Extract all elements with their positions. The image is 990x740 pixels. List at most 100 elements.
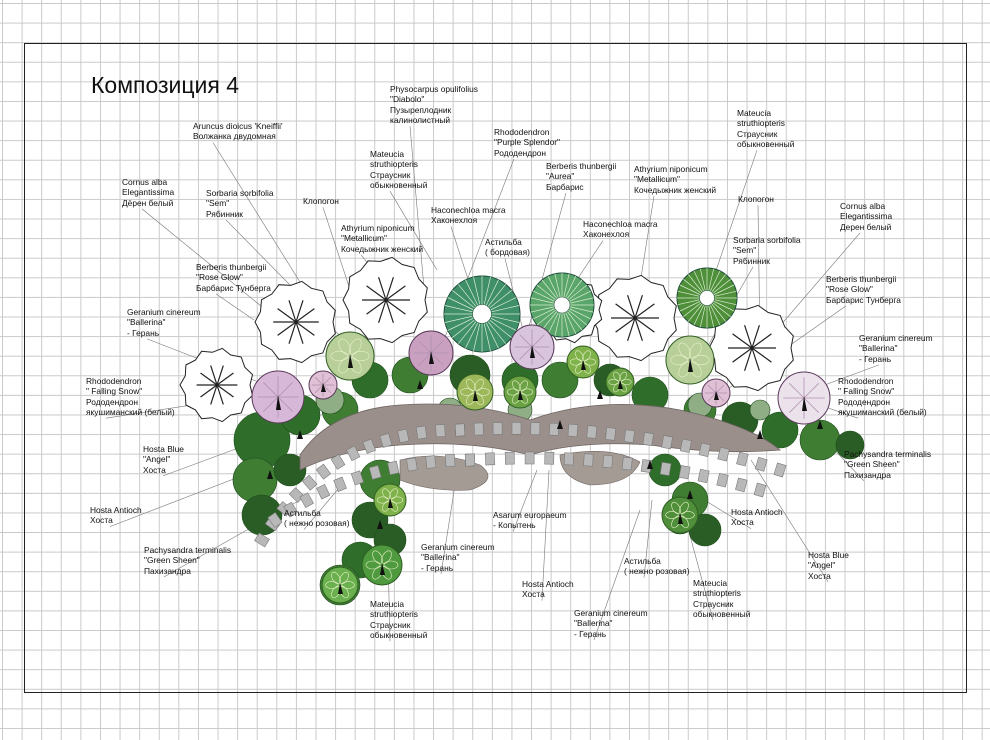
paver-stone	[549, 422, 560, 436]
label-asarum: Asarum europaeum- Копытень	[493, 510, 567, 531]
label-line: "Rose Glow"	[826, 284, 873, 295]
label-hosta-blue-right: Hosta Blue"Angel"Хоста	[808, 550, 849, 581]
label-astilba-pink-left: Астильба( нежно розовая)	[284, 508, 349, 529]
label-line: Дерен белый	[840, 221, 892, 232]
label-geranium-bottom: Geranium cinereum"Ballerina"- Герань	[574, 608, 648, 639]
label-sorbaria-left: Sorbaria sorbifolia"Sem"Рябинник	[206, 188, 274, 219]
label-line: struthiopteris	[737, 118, 785, 129]
label-line: Рододендрон	[494, 147, 547, 158]
paver-stone	[301, 474, 318, 491]
paving-path	[254, 403, 787, 548]
label-line: "Metallicum"	[341, 233, 387, 244]
label-line: struthiopteris	[370, 609, 418, 620]
label-line: Mateucia	[370, 599, 404, 609]
label-line: обыкновенный	[737, 138, 795, 149]
label-klopogon-left: Клопогон	[303, 196, 339, 206]
leader-line	[643, 499, 653, 578]
paver-stone	[350, 470, 364, 486]
label-line: "Green Sheen"	[144, 555, 200, 566]
label-line: Волжанка двудомная	[193, 131, 276, 142]
paver-stone	[346, 445, 361, 462]
label-line: Кочедыжник женский	[341, 243, 424, 254]
label-line: якушиманский (белый)	[86, 406, 175, 417]
paver-stone	[583, 453, 594, 467]
paver-stone	[697, 468, 710, 484]
label-line: "Aurea"	[546, 171, 575, 182]
label-line: якушиманский (белый)	[838, 406, 927, 417]
label-line: Berberis thunbergii	[546, 161, 617, 171]
label-line: "Angel"	[143, 454, 171, 465]
label-line: Хоста	[731, 517, 754, 528]
paver-stone	[754, 456, 768, 472]
label-line: Mateucia	[693, 578, 727, 588]
label-line: Пахизандра	[844, 469, 891, 480]
label-line: Клопогон	[303, 196, 339, 206]
label-line: ( нежно розовая)	[624, 566, 690, 577]
leader-line	[303, 487, 340, 530]
label-astilba-bordo: Астильба( бордовая)	[485, 237, 530, 258]
label-line: Geranium cinereum	[421, 542, 495, 552]
paver-stone	[623, 429, 636, 444]
label-line: Астильба	[485, 237, 522, 247]
plant-marker	[647, 460, 653, 469]
label-rhododendron-purple: Rhododendron"Purple Splendor"Рододендрон	[494, 127, 560, 158]
rhododendron-snow-right	[777, 371, 831, 425]
paver-stone	[316, 483, 331, 500]
label-line: Asarum europaeum	[493, 510, 567, 520]
label-sorbaria-right: Sorbaria sorbifolia"Sem"Рябинник	[733, 235, 801, 266]
paver-stone	[735, 477, 748, 493]
paver-stone	[435, 424, 446, 438]
gravel-bed	[299, 403, 782, 471]
label-line: "Rose Glow"	[196, 272, 243, 283]
paver-stone	[283, 501, 299, 518]
label-line: Рододендрон	[86, 396, 139, 407]
plant-marker	[597, 390, 603, 399]
paver-stone	[530, 422, 541, 436]
label-line: Mateucia	[370, 149, 404, 159]
label-line: Berberis thunbergii	[196, 262, 267, 272]
sorbaria-shrub-left	[342, 256, 428, 344]
hakonechloa-grass-right	[529, 272, 595, 338]
groundcover-patch	[749, 399, 771, 421]
leader-line	[109, 469, 258, 527]
paver-stone	[642, 432, 654, 446]
label-pachysandra-left: Pachysandra terminalis"Green Sheen"Пахиз…	[144, 545, 231, 576]
label-line: Sorbaria sorbifolia	[733, 235, 801, 245]
leader-line	[750, 459, 829, 583]
label-line: "Ballerina"	[127, 317, 166, 328]
leader-line	[440, 484, 456, 574]
label-line: Haconechloa macra	[583, 219, 658, 229]
leader-line	[593, 509, 641, 641]
label-line: Haconechloa macra	[431, 205, 506, 215]
cornus-shrub-right	[708, 304, 794, 392]
paver-stone	[736, 451, 749, 467]
composition-title: Композиция 4	[91, 72, 240, 98]
label-line: " Falling Snow"	[838, 386, 895, 397]
label-line: Хаконехлоя	[431, 215, 478, 226]
label-line: Berberis thunbergii	[826, 274, 897, 284]
label-klopogon-right: Клопогон	[738, 194, 774, 204]
drawing-frame	[24, 43, 967, 693]
foliage-clump	[835, 430, 865, 460]
label-athyrium-left: Athyrium niponicum"Metallicum"Кочедыжник…	[341, 223, 423, 254]
athyrium-fern-right	[665, 335, 715, 385]
label-line: ( бордовая)	[485, 247, 530, 258]
paver-stone	[333, 476, 347, 492]
label-hosta-blue-left: Hosta Blue"Angel"Хоста	[143, 444, 184, 475]
plant-marker	[757, 430, 763, 439]
paver-stone	[717, 446, 730, 462]
paver-stone	[299, 492, 314, 509]
plant-marker	[417, 380, 423, 389]
label-line: обыкновенный	[693, 608, 751, 619]
label-line: - Герань	[574, 628, 607, 639]
gravel-bed	[399, 451, 641, 491]
label-line: "Purple Splendor"	[494, 137, 561, 148]
paver-stone	[678, 465, 691, 480]
